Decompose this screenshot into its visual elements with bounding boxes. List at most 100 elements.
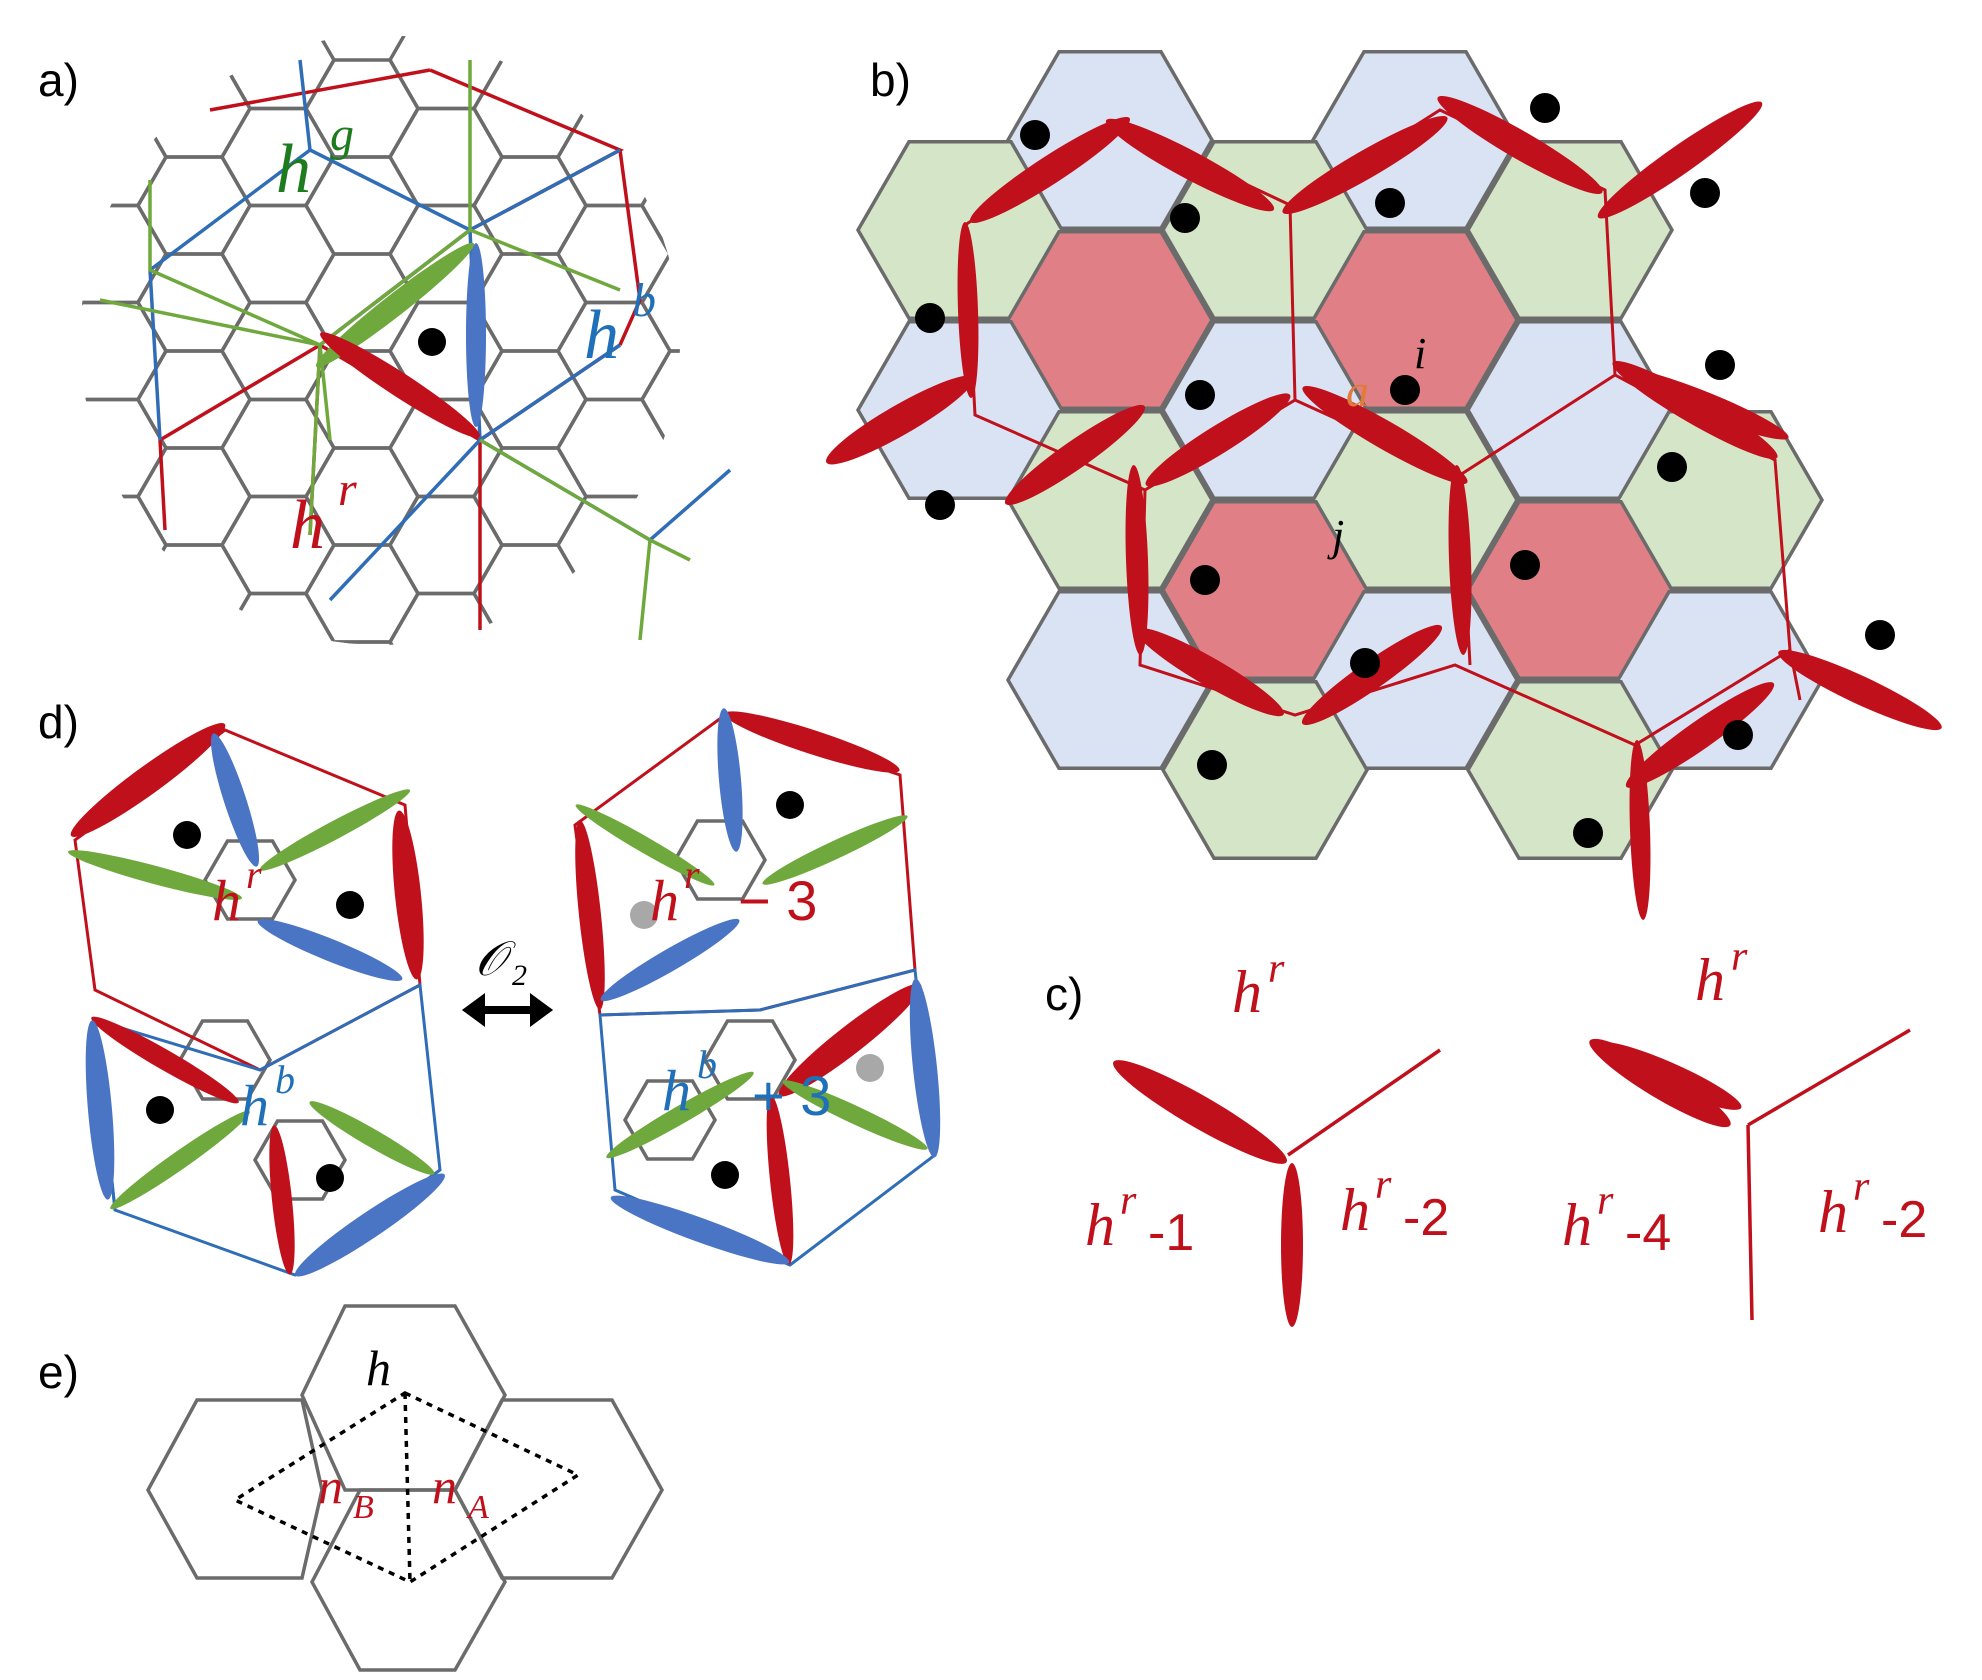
site-dot bbox=[925, 490, 955, 520]
hexagon bbox=[639, 252, 680, 353]
hexagon bbox=[303, 640, 421, 645]
panel-c-label: c) bbox=[1045, 968, 1083, 1020]
panel-b-dots bbox=[915, 93, 1895, 848]
hexagon bbox=[219, 591, 337, 645]
panel-e-dotted-rhombus bbox=[231, 1391, 582, 1584]
hexagon bbox=[639, 543, 680, 644]
double-arrow-icon bbox=[462, 993, 553, 1027]
c-right-bl-sup: r bbox=[1597, 1178, 1614, 1224]
hexagon bbox=[387, 591, 505, 645]
site-dot bbox=[1723, 720, 1753, 750]
hexagon bbox=[639, 349, 680, 450]
site-dot bbox=[1190, 565, 1220, 595]
hexagon bbox=[555, 397, 673, 499]
hexagon bbox=[135, 543, 253, 644]
site-dot bbox=[1350, 648, 1380, 678]
panel-a-label: a) bbox=[38, 54, 79, 106]
site-i-label: i bbox=[1414, 329, 1426, 378]
dimer-ellipse bbox=[1778, 649, 1942, 731]
hexagon bbox=[387, 106, 505, 208]
panel-d-label: d) bbox=[38, 696, 79, 748]
c-left-top-label: h bbox=[1232, 959, 1262, 1025]
hr-label: h bbox=[290, 487, 325, 564]
hexagon bbox=[471, 446, 589, 547]
hexagon bbox=[219, 35, 337, 111]
e-nB-sub: B bbox=[353, 1489, 374, 1526]
hexagon bbox=[555, 106, 673, 208]
c-left-br-suffix: -2 bbox=[1403, 1189, 1449, 1247]
panel-d-right: h r − 3 h b + 3 bbox=[573, 708, 941, 1267]
panel-a-colored-lines bbox=[99, 59, 732, 641]
dimer-ellipse bbox=[1621, 368, 1789, 440]
site-j-label: j bbox=[1327, 511, 1344, 560]
dimer-ellipse bbox=[969, 116, 1131, 224]
d-left-hr-label: h bbox=[212, 868, 241, 933]
e-nB-label: n bbox=[318, 1458, 343, 1514]
c-left-top-sup: r bbox=[1268, 946, 1285, 992]
dimer-ellipse bbox=[1629, 740, 1651, 920]
d-right-hr-label: h bbox=[650, 868, 679, 933]
site-dot bbox=[1375, 188, 1405, 218]
c-right-bl-label: h bbox=[1562, 1192, 1592, 1258]
dimer-ellipse bbox=[1437, 95, 1603, 195]
c-right-br-label: h bbox=[1818, 1179, 1848, 1245]
hexagon bbox=[303, 155, 421, 256]
hg-label: h bbox=[276, 131, 311, 208]
c-left-bl-label: h bbox=[1085, 1192, 1115, 1258]
hexagon bbox=[135, 640, 253, 645]
hexagon bbox=[471, 543, 589, 644]
site-dot bbox=[1197, 750, 1227, 780]
c-right-top-sup: r bbox=[1731, 934, 1748, 980]
small-hexagon bbox=[252, 1119, 348, 1201]
d-left-hb-label: h bbox=[240, 1073, 269, 1138]
site-dot bbox=[1657, 452, 1687, 482]
hexagon bbox=[80, 300, 169, 402]
hexagon bbox=[555, 591, 673, 645]
site-dot bbox=[1865, 620, 1895, 650]
e-h-label: h bbox=[366, 1340, 391, 1396]
hexagon bbox=[471, 640, 589, 645]
c-left-bl-sup: r bbox=[1120, 1178, 1137, 1224]
hexagon bbox=[639, 155, 680, 256]
d-right-hb-label: h bbox=[662, 1058, 691, 1123]
site-dot bbox=[1530, 93, 1560, 123]
e-nA-sub: A bbox=[466, 1489, 489, 1526]
site-a-label: a bbox=[1346, 365, 1369, 416]
panel-a: a) h g h b h r bbox=[38, 35, 732, 645]
c-right-br-sup: r bbox=[1853, 1164, 1870, 1210]
panel-b: b) i a j bbox=[826, 49, 1942, 920]
dimer-ellipse bbox=[1625, 682, 1775, 788]
panel-e: e) h n B n A bbox=[38, 1304, 665, 1672]
c-right-bl-suffix: -4 bbox=[1625, 1204, 1671, 1262]
hexagon bbox=[471, 58, 589, 159]
panel-e-label: e) bbox=[38, 1346, 79, 1398]
dimer-ellipse bbox=[1105, 118, 1275, 212]
hexagon bbox=[80, 494, 169, 596]
panel-d-left-dimers bbox=[68, 723, 445, 1277]
site-dot bbox=[1020, 120, 1050, 150]
c-left-br-label: h bbox=[1340, 1177, 1370, 1243]
small-hexagon bbox=[202, 839, 298, 921]
hexagon bbox=[555, 35, 673, 111]
dimer-ellipse bbox=[1302, 385, 1468, 485]
small-hexagon bbox=[622, 1079, 718, 1161]
operator-symbol: 𝒪 bbox=[475, 933, 516, 986]
hexagon bbox=[135, 58, 253, 159]
hr-superscript: r bbox=[338, 463, 357, 516]
d-left-hr-sup: r bbox=[246, 852, 262, 897]
hg-superscript: g bbox=[330, 108, 354, 161]
panel-a-dimers bbox=[315, 242, 486, 438]
dimer-ellipse bbox=[1282, 115, 1448, 215]
c-left-br-sup: r bbox=[1375, 1162, 1392, 1208]
dimer-ellipse bbox=[1145, 393, 1291, 487]
dimer-ellipse bbox=[1448, 465, 1472, 655]
site-dot bbox=[1390, 375, 1420, 405]
e-nA-label: n bbox=[432, 1458, 457, 1514]
panel-b-dimers bbox=[826, 95, 1942, 920]
hb-superscript: b bbox=[632, 274, 656, 327]
hexagon bbox=[219, 203, 337, 305]
d-right-hr-suffix: − 3 bbox=[738, 869, 817, 932]
hexagon bbox=[80, 591, 169, 645]
c-left-bl-suffix: -1 bbox=[1148, 1204, 1194, 1262]
